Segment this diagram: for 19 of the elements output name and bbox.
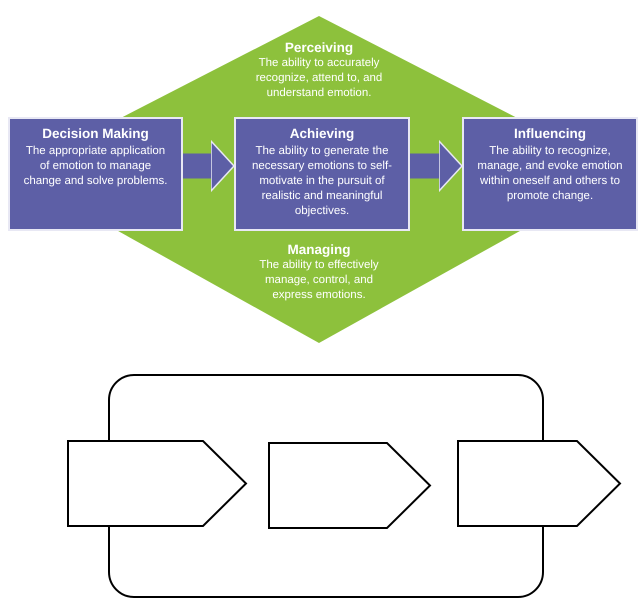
pentagon-shape — [457, 440, 621, 527]
heading: Achieving — [288, 126, 356, 142]
description: The ability to recognize, manage, and evoke emotion within oneself and others to promote change. — [476, 144, 624, 204]
rounded-frame — [108, 374, 544, 598]
description: The ability to accurately recognize, attend to, and understand emotion. — [254, 56, 384, 101]
description: The appropriate application of emotion to manage change and solve problems. — [22, 144, 168, 189]
block-arrow — [183, 140, 235, 192]
process-box — [8, 117, 183, 231]
heading: Decision Making — [41, 126, 150, 142]
process-box — [234, 117, 410, 231]
description: The ability to generate the necessary emotions to self-motivate in the pursuit of realistic and meaningful objectives. — [251, 144, 393, 219]
block-arrow — [410, 140, 463, 192]
heading: Managing — [286, 242, 352, 258]
description: The ability to effectively manage, control, and express emotions. — [258, 258, 380, 303]
process-box — [462, 117, 638, 231]
heading: Perceiving — [284, 40, 354, 56]
heading: Influencing — [513, 126, 587, 142]
pentagon-shape — [268, 442, 431, 529]
pentagon-shape — [67, 440, 247, 527]
